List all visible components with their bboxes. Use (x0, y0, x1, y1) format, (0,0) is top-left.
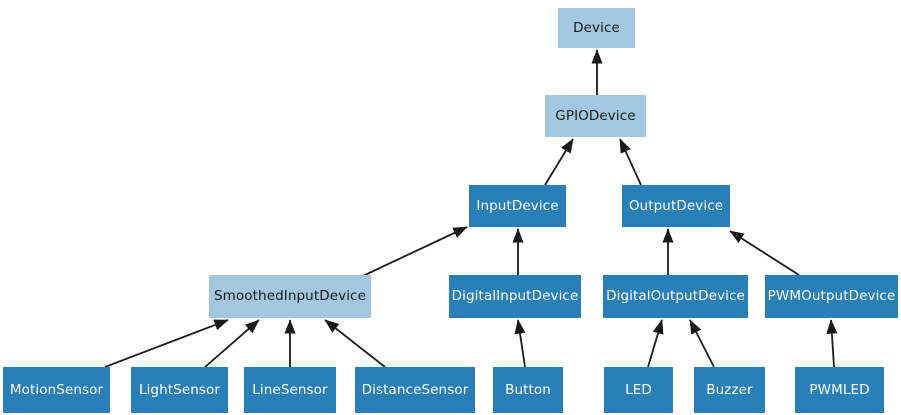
class-node-label: SmoothedInputDevice (214, 288, 366, 305)
edge-motionsensor-to-smoothedinputdevice (104, 319, 229, 368)
class-node-label: InputDevice (476, 197, 559, 214)
class-node-distancesensor[interactable]: DistanceSensor (355, 367, 475, 413)
class-node-motionsensor[interactable]: MotionSensor (3, 367, 110, 413)
class-node-label: LED (625, 381, 652, 398)
edge-buzzer-to-digitaloutputdevice (689, 319, 715, 368)
class-node-digitalinputdevice[interactable]: DigitalInputDevice (449, 275, 581, 318)
edge-lightsensor-to-smoothedinputdevice (204, 319, 260, 368)
class-node-label: LineSensor (252, 381, 328, 398)
class-node-label: LightSensor (138, 381, 221, 398)
class-node-label: GPIODevice (555, 107, 636, 124)
edge-pwmoutputdevice-to-outputdevice (729, 230, 800, 276)
edge-outputdevice-to-gpiodevice (619, 138, 642, 186)
class-node-label: PWMLED (809, 381, 870, 398)
class-node-buzzer[interactable]: Buzzer (694, 367, 765, 413)
class-node-pwmled[interactable]: PWMLED (795, 367, 884, 413)
edge-button-to-digitalinputdevice (514, 319, 526, 368)
class-node-linesensor[interactable]: LineSensor (244, 367, 336, 413)
class-node-pwmoutputdevice[interactable]: PWMOutputDevice (765, 275, 898, 318)
class-node-label: OutputDevice (628, 197, 724, 214)
class-node-lightsensor[interactable]: LightSensor (131, 367, 228, 413)
class-node-label: DigitalInputDevice (451, 288, 579, 305)
class-node-device[interactable]: Device (558, 8, 635, 48)
class-node-label: PWMOutputDevice (767, 288, 896, 305)
edge-smoothedinputdevice-to-inputdevice (349, 226, 468, 283)
class-node-label: Device (573, 19, 620, 36)
class-node-label: DigitalOutputDevice (606, 288, 745, 305)
class-node-smoothedinputdevice[interactable]: SmoothedInputDevice (209, 275, 371, 318)
class-node-led[interactable]: LED (604, 367, 673, 413)
class-node-label: DistanceSensor (361, 381, 469, 398)
class-node-gpiodevice[interactable]: GPIODevice (545, 95, 646, 137)
class-node-label: Button (505, 381, 551, 398)
edge-led-to-digitaloutputdevice (647, 319, 664, 368)
class-node-inputdevice[interactable]: InputDevice (469, 185, 566, 227)
edge-inputdevice-to-gpiodevice (544, 138, 574, 186)
edge-pwmled-to-pwmoutputdevice (826, 319, 838, 368)
class-node-label: MotionSensor (9, 381, 104, 398)
edge-distancesensor-to-smoothedinputdevice (324, 319, 386, 368)
class-node-digitaloutputdevice[interactable]: DigitalOutputDevice (603, 275, 748, 318)
class-node-button[interactable]: Button (493, 367, 563, 413)
class-node-outputdevice[interactable]: OutputDevice (622, 185, 730, 227)
class-node-label: Buzzer (706, 381, 753, 398)
